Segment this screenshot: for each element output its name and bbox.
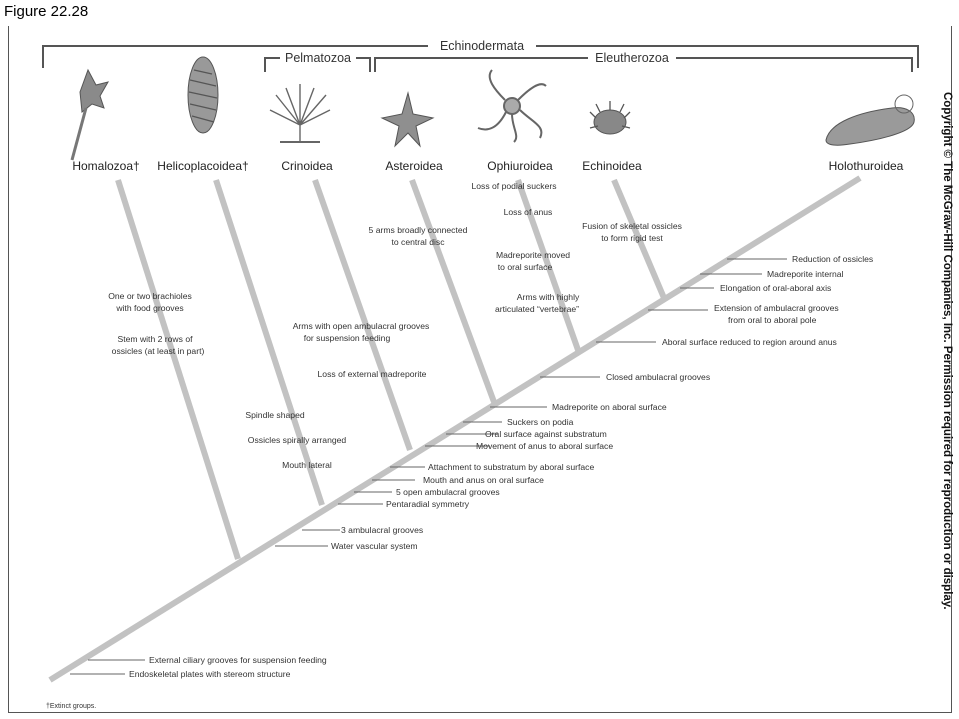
homalozoa-illustration <box>72 70 108 160</box>
trunk-line <box>50 178 860 680</box>
trunk-note-extension-2: from oral to aboral pole <box>728 315 817 325</box>
trunk-note-madreporite-internal: Madreporite internal <box>767 269 844 279</box>
crinoidea-illustration <box>270 84 330 142</box>
note-ophiuroidea-2: Loss of anus <box>504 207 553 217</box>
ophiuroidea-illustration <box>478 70 546 142</box>
trunk-note-movement-anus: Movement of anus to aboral surface <box>476 441 613 451</box>
trunk-note-reduction-of-ossicles: Reduction of ossicles <box>792 254 873 264</box>
note-helicoplacoidea-2: Ossicles spirally arranged <box>248 435 347 445</box>
trunk-note-closed-grooves: Closed ambulacral grooves <box>606 372 710 382</box>
helicoplacoidea-illustration <box>188 57 218 133</box>
trunk-note-oral-surface: Oral surface against substratum <box>485 429 607 439</box>
trunk-note-elongation: Elongation of oral-aboral axis <box>720 283 831 293</box>
eleutherozoa-label: Eleutherozoa <box>595 51 669 65</box>
cladogram-branches <box>50 178 860 680</box>
pelmatozoa-label: Pelmatozoa <box>285 51 351 65</box>
copyright-notice: Copyright © The McGraw-Hill Companies, I… <box>941 92 953 610</box>
taxon-label-homalozoa: Homalozoa† <box>72 159 139 173</box>
trunk-note-attachment: Attachment to substratum by aboral surfa… <box>428 462 594 472</box>
note-asteroidea-1: 5 arms broadly connected <box>369 225 468 235</box>
note-crinoidea-2: for suspension feeding <box>304 333 391 343</box>
asteroidea-illustration <box>382 93 433 146</box>
trunk-note-five-grooves: 5 open ambulacral grooves <box>396 487 500 497</box>
note-homalozoa-1: One or two brachioles <box>108 291 192 301</box>
branch-crinoidea <box>315 180 410 450</box>
taxon-label-helicoplacoidea: Helicoplacoidea† <box>157 159 248 173</box>
trunk-note-aboral-surface: Aboral surface reduced to region around … <box>662 337 837 347</box>
echinoidea-illustration <box>590 101 630 134</box>
note-homalozoa-2: with food grooves <box>115 303 183 313</box>
taxon-label-echinoidea: Echinoidea <box>582 159 642 173</box>
trunk-note-extension-1: Extension of ambulacral grooves <box>714 303 839 313</box>
trunk-note-madreporite-aboral: Madreporite on aboral surface <box>552 402 667 412</box>
trunk-note-ciliary-grooves: External ciliary grooves for suspension … <box>149 655 327 665</box>
note-homalozoa-3: Stem with 2 rows of <box>118 334 194 344</box>
note-ophiuroidea-5: Arms with highly <box>517 292 580 302</box>
taxon-label-ophiuroidea: Ophiuroidea <box>487 159 553 173</box>
taxon-label-crinoidea: Crinoidea <box>281 159 333 173</box>
note-homalozoa-4: ossicles (at least in part) <box>112 346 205 356</box>
echinodermata-label: Echinodermata <box>440 39 524 53</box>
note-ophiuroidea-4: to oral surface <box>498 262 553 272</box>
taxon-label-asteroidea: Asteroidea <box>385 159 443 173</box>
note-crinoidea-3: Loss of external madreporite <box>318 369 427 379</box>
branch-homalozoa <box>118 180 238 559</box>
footnote: †Extinct groups. <box>46 703 96 710</box>
holothuroidea-illustration <box>826 95 914 145</box>
trunk-note-endoskeletal: Endoskeletal plates with stereom structu… <box>129 669 291 679</box>
note-helicoplacoidea-3: Mouth lateral <box>282 460 332 470</box>
taxon-label-holothuroidea: Holothuroidea <box>829 159 904 173</box>
note-echinoidea-1: Fusion of skeletal ossicles <box>582 221 682 231</box>
note-ophiuroidea-1: Loss of podial suckers <box>471 181 556 191</box>
note-ophiuroidea-3: Madreporite moved <box>496 250 570 260</box>
trunk-note-pentaradial: Pentaradial symmetry <box>386 499 470 509</box>
trunk-note-suckers: Suckers on podia <box>507 417 574 427</box>
note-echinoidea-2: to form rigid test <box>601 233 663 243</box>
trunk-note-three-grooves: 3 ambulacral grooves <box>341 525 423 535</box>
note-crinoidea-1: Arms with open ambulacral grooves <box>293 321 430 331</box>
note-helicoplacoidea-1: Spindle shaped <box>245 410 304 420</box>
note-asteroidea-2: to central disc <box>391 237 445 247</box>
trunk-note-water-vascular: Water vascular system <box>331 541 418 551</box>
note-ophiuroidea-6: articulated “vertebrae” <box>495 304 579 314</box>
trunk-note-mouth-anus: Mouth and anus on oral surface <box>423 475 544 485</box>
